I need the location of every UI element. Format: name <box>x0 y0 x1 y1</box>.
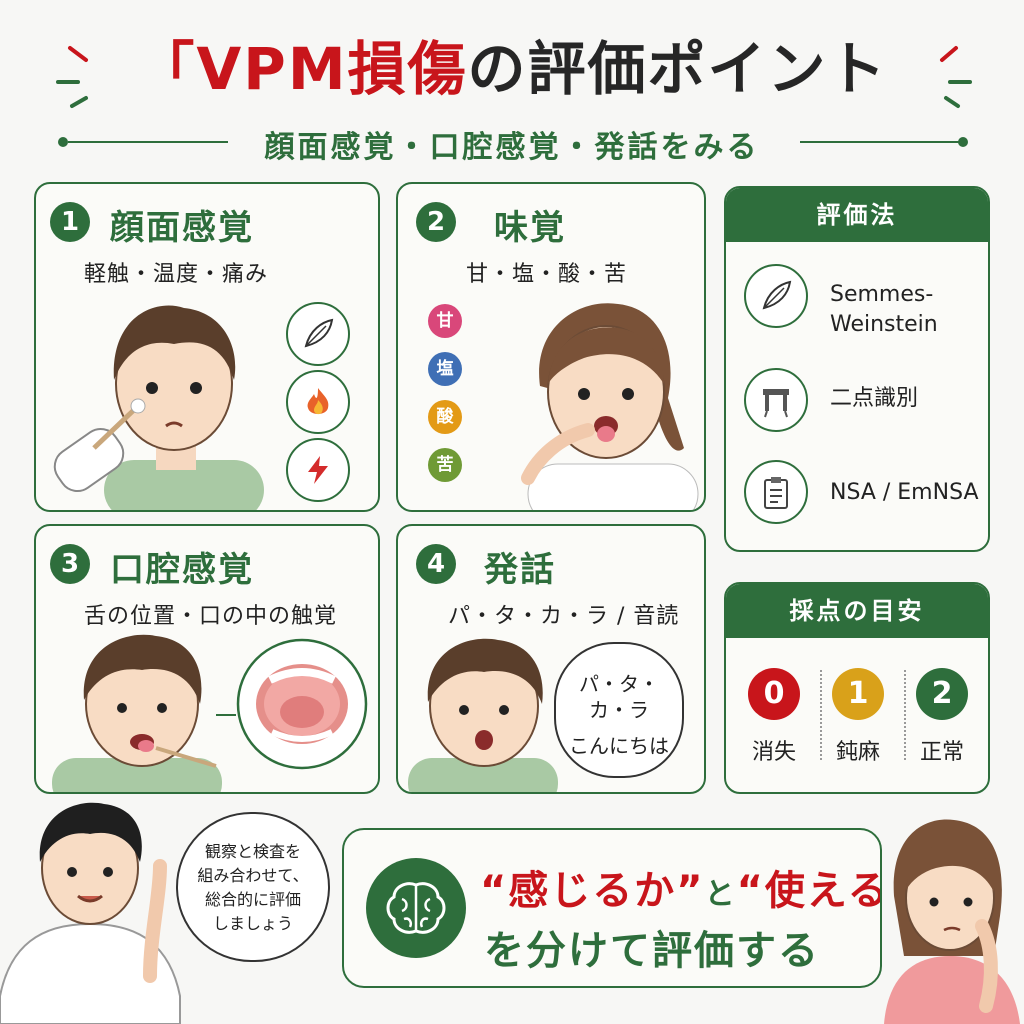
method-label-line2: Weinstein <box>830 312 938 337</box>
advice-text: 観察と検査を 組み合わせて、 総合的に評価 しましょう <box>178 840 328 936</box>
title-dark: の評価ポイント <box>467 35 888 103</box>
scoring-panel: 採点の目安 0 消失 1 鈍麻 2 正常 <box>724 582 990 794</box>
card-subtitle: 舌の位置・口の中の触覚 <box>84 604 338 629</box>
methods-panel: 評価法 Semmes- Weinstein 二点識別 NSA / EmNSA <box>724 186 990 552</box>
score-label: 消失 <box>751 740 796 765</box>
rule-right <box>800 141 960 143</box>
card-number: 4 <box>416 544 456 584</box>
message-connector: と <box>704 877 737 912</box>
girl-illustration <box>521 303 699 510</box>
mouth-closeup-illustration <box>236 638 368 770</box>
score-label: 鈍麻 <box>835 740 880 765</box>
brain-icon <box>366 858 466 958</box>
method-label: 二点識別 <box>830 386 919 411</box>
method-label-line1: Semmes- <box>830 282 934 307</box>
message-line-2: を分けて評価する <box>484 928 820 974</box>
key-message-card: “感じるか”と“使えるか” を分けて評価する <box>342 828 882 988</box>
lightning-icon <box>286 438 350 502</box>
taste-sweet-badge: 甘 <box>428 304 462 338</box>
message-use: “使えるか” <box>736 868 880 914</box>
card-number: 3 <box>50 544 90 584</box>
boy-tongue-illustration <box>52 634 222 792</box>
rule-dot-right <box>958 137 968 147</box>
method-label: Semmes- Weinstein <box>830 280 938 340</box>
score-divider <box>904 670 908 760</box>
taste-bitter-badge: 苦 <box>428 448 462 482</box>
title-accent-left <box>56 46 88 108</box>
therapist-illustration <box>0 802 181 1024</box>
speech-line: カ・ラ <box>589 698 649 722</box>
boy-illustration <box>53 305 264 510</box>
score-badge-1: 1 <box>832 668 884 720</box>
feather-icon <box>744 264 808 328</box>
score-label: 正常 <box>919 740 964 765</box>
card-subtitle: 甘・塩・酸・苦 <box>466 262 628 287</box>
rule-left <box>68 141 228 143</box>
advice-line: しましょう <box>212 914 293 933</box>
card-taste: 2 味覚 甘・塩・酸・苦 甘 塩 酸 苦 <box>396 182 706 512</box>
speech-line: こんにちは <box>569 734 669 758</box>
card-facial-sensation: 1 顔面感覚 軽触・温度・痛み <box>34 182 380 512</box>
scoring-heading: 採点の目安 <box>726 584 988 638</box>
advice-line: 組み合わせて、 <box>197 866 309 885</box>
connector-line <box>216 714 236 716</box>
advice-line: 総合的に評価 <box>204 890 301 909</box>
boy-speaking-illustration <box>408 638 558 792</box>
caliper-icon <box>744 368 808 432</box>
card-subtitle: パ・タ・カ・ラ / 音読 <box>448 604 680 629</box>
card-title: 発話 <box>484 550 556 590</box>
score-badge-2: 2 <box>916 668 968 720</box>
card-number: 2 <box>416 202 456 242</box>
advice-line: 観察と検査を <box>204 842 301 861</box>
card-title: 味覚 <box>494 208 566 248</box>
card-number: 1 <box>50 202 90 242</box>
methods-heading: 評価法 <box>726 188 988 242</box>
clipboard-icon <box>744 460 808 524</box>
rule-dot-left <box>58 137 68 147</box>
taste-salty-badge: 塩 <box>428 352 462 386</box>
card-subtitle: 軽触・温度・痛み <box>84 262 269 287</box>
method-label: NSA / EmNSA <box>830 480 979 505</box>
card-oral-sensation: 3 口腔感覚 舌の位置・口の中の触覚 <box>34 524 380 794</box>
page-title: 「VPM損傷の評価ポイント <box>0 22 1024 106</box>
title-red: 「VPM損傷 <box>136 35 468 103</box>
score-badge-0: 0 <box>748 668 800 720</box>
speech-line: パ・タ・ <box>579 672 659 696</box>
card-title: 顔面感覚 <box>110 208 254 248</box>
flame-icon <box>286 370 350 434</box>
score-divider <box>820 670 824 760</box>
page-subtitle: 顔面感覚・口腔感覚・発話をみる <box>264 130 760 165</box>
title-accent-right <box>940 46 972 108</box>
message-line-1: “感じるか”と“使えるか” <box>480 858 880 916</box>
card-speech: 4 発話 パ・タ・カ・ラ / 音読 パ・タ・ カ・ラ こんにちは <box>396 524 706 794</box>
advice-bubble: 観察と検査を 組み合わせて、 総合的に評価 しましょう <box>176 812 330 962</box>
feather-icon <box>286 302 350 366</box>
card-title: 口腔感覚 <box>110 550 254 590</box>
taste-sour-badge: 酸 <box>428 400 462 434</box>
message-feel: “感じるか” <box>480 868 705 914</box>
woman-illustration <box>884 819 1020 1024</box>
speech-bubble: パ・タ・ カ・ラ こんにちは <box>554 642 684 778</box>
